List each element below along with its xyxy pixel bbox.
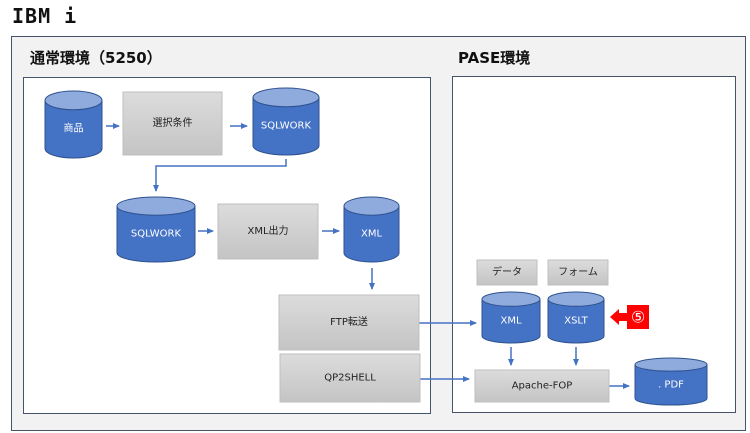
selection-node: 選択条件	[122, 91, 223, 156]
database-top	[343, 196, 400, 216]
callout-arrow-icon	[610, 309, 628, 325]
label-box	[476, 259, 538, 286]
edge-sqlwork1-to-sqlwork2	[153, 159, 287, 192]
database-top	[252, 87, 320, 108]
database-top	[116, 196, 196, 216]
xml2-node: XML	[481, 291, 541, 344]
pdf-node: . PDF	[634, 357, 708, 406]
xml1-node: XML	[343, 196, 400, 263]
database-body	[343, 206, 400, 263]
database-body	[547, 299, 605, 344]
database-body	[44, 100, 103, 159]
xml-output-node: XML出力	[217, 203, 319, 260]
database-top	[547, 291, 605, 307]
shohin-node: 商品	[44, 90, 103, 159]
node-label: SQLWORK	[131, 229, 182, 240]
node-label: QP2SHELL	[324, 373, 376, 384]
sqlwork2-node: SQLWORK	[116, 196, 196, 263]
step-callout: ⑤	[610, 305, 649, 329]
node-label: FTP転送	[330, 315, 368, 328]
process-box	[278, 294, 420, 351]
database-body	[252, 97, 320, 156]
database-body	[481, 299, 541, 344]
form-label-node: フォーム	[547, 259, 609, 286]
fop-node: Apache-FOP	[474, 369, 610, 403]
process-box	[279, 353, 421, 403]
node-label: Apache-FOP	[512, 381, 573, 392]
node-label: XSLT	[564, 316, 588, 327]
node-label: XML出力	[247, 224, 288, 237]
process-box	[474, 369, 610, 403]
node-label: . PDF	[658, 379, 684, 390]
database-top	[44, 90, 103, 111]
node-label: XML	[361, 229, 382, 240]
node-label: 選択条件	[153, 116, 193, 129]
callout-badge	[627, 305, 649, 329]
process-box	[122, 91, 223, 156]
pase-env-label: PASE環境	[458, 49, 531, 67]
xslt-node: XSLT	[547, 291, 605, 344]
native-env-label: 通常環境（5250）	[30, 49, 162, 67]
callout-number: ⑤	[631, 308, 645, 327]
qp2shell-node: QP2SHELL	[279, 353, 421, 403]
data-label-node: データ	[476, 259, 538, 286]
node-label: データ	[492, 265, 522, 278]
node-label: 商品	[64, 122, 84, 135]
process-box	[217, 203, 319, 260]
database-top	[481, 291, 541, 307]
label-box	[547, 259, 609, 286]
node-label: フォーム	[558, 266, 598, 278]
node-label: XML	[500, 316, 521, 327]
database-body	[116, 206, 196, 263]
node-label: SQLWORK	[261, 121, 312, 132]
sqlwork1-node: SQLWORK	[252, 87, 320, 156]
page-title: IBM i	[12, 4, 78, 28]
ftp-node: FTP転送	[278, 294, 420, 351]
database-body	[634, 364, 708, 406]
pase-env-box	[452, 76, 736, 413]
database-top	[634, 357, 708, 372]
